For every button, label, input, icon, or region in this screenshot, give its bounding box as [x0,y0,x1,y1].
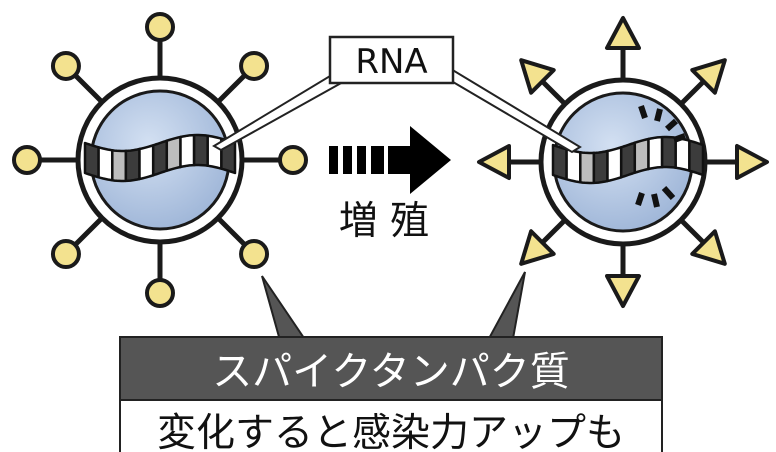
spike-triangle-icon [735,144,769,180]
spike-knob-icon [50,50,81,81]
rna-segment [551,143,568,181]
spike-triangle-icon [519,58,556,95]
virus-mutated [477,16,769,308]
rna-label: RNA [355,42,427,82]
rna-segment [97,146,114,182]
rna-segment [606,146,623,183]
spike-proteins-mutated [477,16,769,308]
rna-segment [138,144,155,181]
spike-proteins-original [12,12,308,308]
rna-segment [124,147,141,183]
spike-knob-icon [50,239,81,270]
rna-segment [633,137,650,174]
rna-callout: RNA [212,35,582,154]
spike-stalk [216,71,249,104]
rna-segment [111,149,128,183]
spike-stalk [539,78,567,106]
spike-triangle-icon [605,16,641,50]
dashed-right-arrow-icon [329,126,451,194]
rna-segment [83,141,100,179]
rna-segment [619,141,637,179]
spike-callout-pointers [261,271,526,345]
spike-stalk [679,218,707,246]
spike-triangle-icon [477,144,511,180]
spike-stalk [216,216,249,249]
spike-stalk [71,216,104,249]
rna-segment [192,133,209,167]
caption-body: 変化すると感染力アップも [157,411,625,452]
spike-triangle-icon [690,229,727,266]
spike-triangle-icon [690,58,727,95]
process-label: 増 殖 [339,199,429,244]
spike-knob-icon [239,239,270,270]
rna-segment [647,135,664,171]
rna-segment [151,139,169,177]
rna-segment [179,133,196,169]
rna-segment [565,148,582,184]
spike-stalk [539,218,567,246]
rna-segment [660,135,677,169]
spike-knob-icon [145,12,175,42]
spike-triangle-icon [519,229,556,266]
spike-stalk [679,78,707,106]
caption-title-bar [119,336,663,401]
spike-knob-icon [278,145,308,175]
rna-segment [165,135,182,172]
spike-triangle-icon [605,274,641,308]
virus-original [12,12,308,308]
caption-title: スパイクタンパク質 [212,349,570,395]
mutation-burst-icon [635,105,687,208]
spike-stalk [71,71,104,104]
spike-knob-icon [12,145,42,175]
rna-segment [579,151,596,185]
rna-segment [688,139,705,177]
rna-segment [674,136,691,172]
spike-knob-icon [145,278,175,308]
spike-knob-icon [239,50,270,81]
caption-body-box [119,399,663,452]
rna-label-box [328,35,455,85]
rna-strand-original [83,133,237,183]
rna-segment [592,149,609,185]
rna-segment [206,134,223,170]
